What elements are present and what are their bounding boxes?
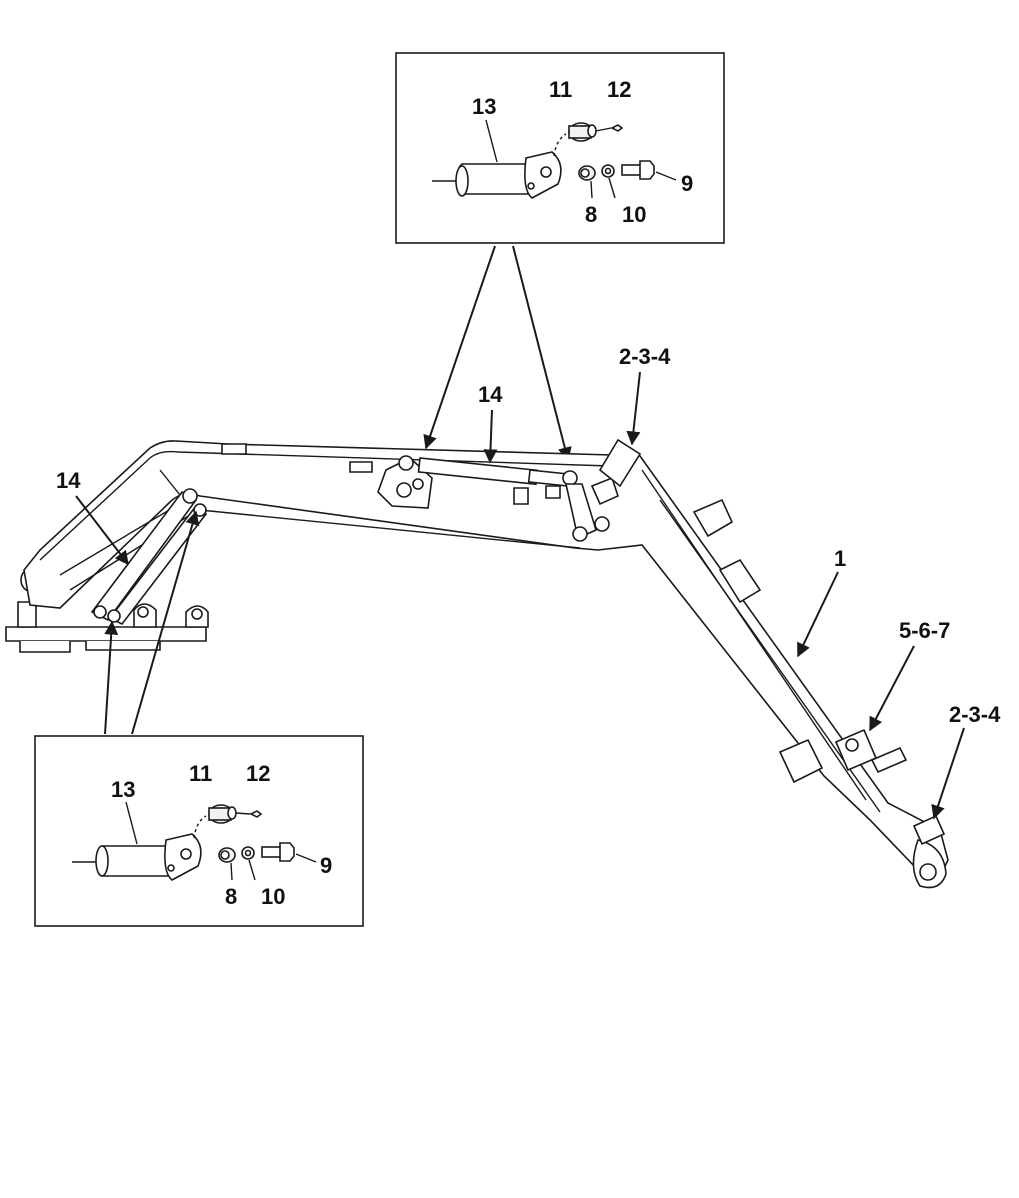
callout-1: 1 <box>834 546 846 571</box>
bottom-part-9 <box>261 842 295 862</box>
bottom-part-12 <box>249 810 263 818</box>
leader-2-3-4-upper <box>626 371 641 446</box>
dipper-arm <box>598 438 947 889</box>
top-callout-11: 11 <box>549 77 572 102</box>
top-callout-13: 13 <box>472 94 496 119</box>
callout-5-6-7: 5-6-7 <box>899 618 950 643</box>
bottom-part-8 <box>218 847 236 863</box>
bottom-callout-12: 12 <box>246 761 270 786</box>
upper-boom-cylinder <box>377 455 619 542</box>
top-part-12 <box>610 124 624 132</box>
top-callout-12: 12 <box>607 77 631 102</box>
bottom-callout-8: 8 <box>225 884 237 909</box>
bottom-callout-10: 10 <box>261 884 285 909</box>
top-part-9 <box>621 160 655 180</box>
hose-clips <box>221 443 561 505</box>
top-detail-box: 13 11 12 9 8 10 <box>395 52 725 244</box>
top-box-leader-left <box>423 245 496 450</box>
top-callout-8: 8 <box>585 202 597 227</box>
bottom-box-leader-right <box>131 510 200 735</box>
top-part-10 <box>601 164 615 178</box>
bottom-cylinder-13 <box>72 833 202 881</box>
leader-2-3-4-lower <box>931 727 965 820</box>
bottom-callout-11: 11 <box>189 761 212 786</box>
callout-14-upper: 14 <box>478 382 503 407</box>
leader-5-6-7 <box>869 645 915 732</box>
left-boom-cylinders <box>90 488 208 626</box>
callout-2-3-4-upper: 2-3-4 <box>619 344 671 369</box>
top-box-leader-right <box>512 245 572 462</box>
bottom-callout-13: 13 <box>111 777 135 802</box>
leader-1 <box>797 571 839 658</box>
top-part-11 <box>568 122 597 142</box>
bottom-callout-9: 9 <box>320 853 332 878</box>
leader-14-lower <box>75 495 129 566</box>
callout-2-3-4-lower: 2-3-4 <box>949 702 1001 727</box>
top-cylinder-13 <box>432 151 562 199</box>
boom-assembly <box>5 438 949 889</box>
top-callout-10: 10 <box>622 202 646 227</box>
callout-14-lower: 14 <box>56 468 81 493</box>
bottom-box-leader-left <box>104 620 119 735</box>
bottom-part-10 <box>241 846 255 860</box>
top-callout-9: 9 <box>681 171 693 196</box>
leader-14-upper <box>483 409 498 464</box>
bottom-detail-box: 13 11 12 9 8 10 <box>34 735 364 927</box>
top-part-8 <box>578 165 596 181</box>
